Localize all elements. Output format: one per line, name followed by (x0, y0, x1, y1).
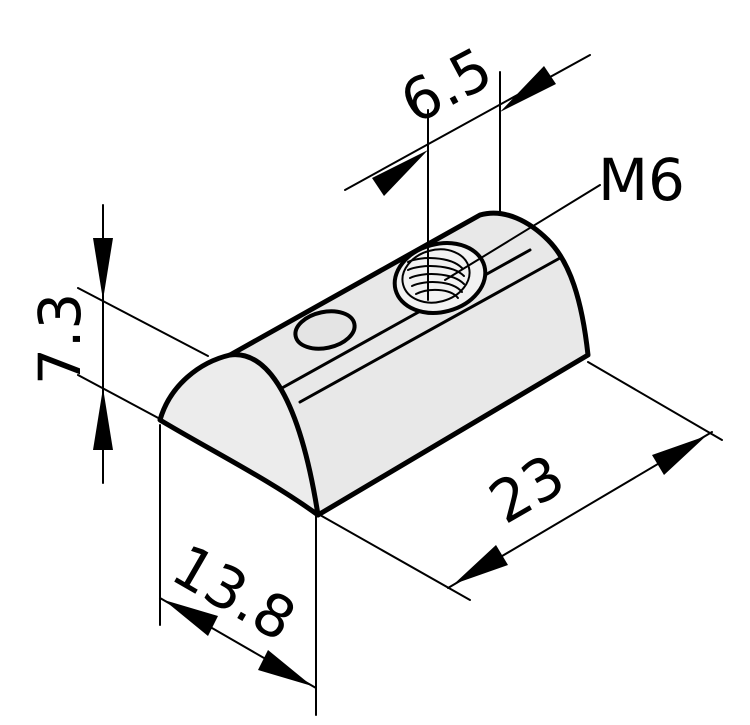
nut-end-face (160, 354, 318, 515)
dimension-label-length: 23 (478, 441, 576, 537)
dimension-height: 7.3 (26, 204, 209, 484)
top-ridge-line (280, 248, 532, 390)
slot-nut-body (157, 210, 591, 518)
dimension-label-width: 13.8 (161, 531, 307, 654)
dimension-label-height: 7.3 (26, 293, 94, 385)
dimension-label-hole-pitch: 6.5 (390, 34, 503, 137)
thread-callout: M6 (444, 146, 685, 281)
rear-ridge-line (298, 256, 562, 404)
nut-outline (157, 210, 591, 518)
thread-label: M6 (598, 146, 685, 214)
spring-hole (293, 309, 357, 351)
threaded-hole (392, 241, 488, 315)
end-face-edge (227, 352, 321, 518)
